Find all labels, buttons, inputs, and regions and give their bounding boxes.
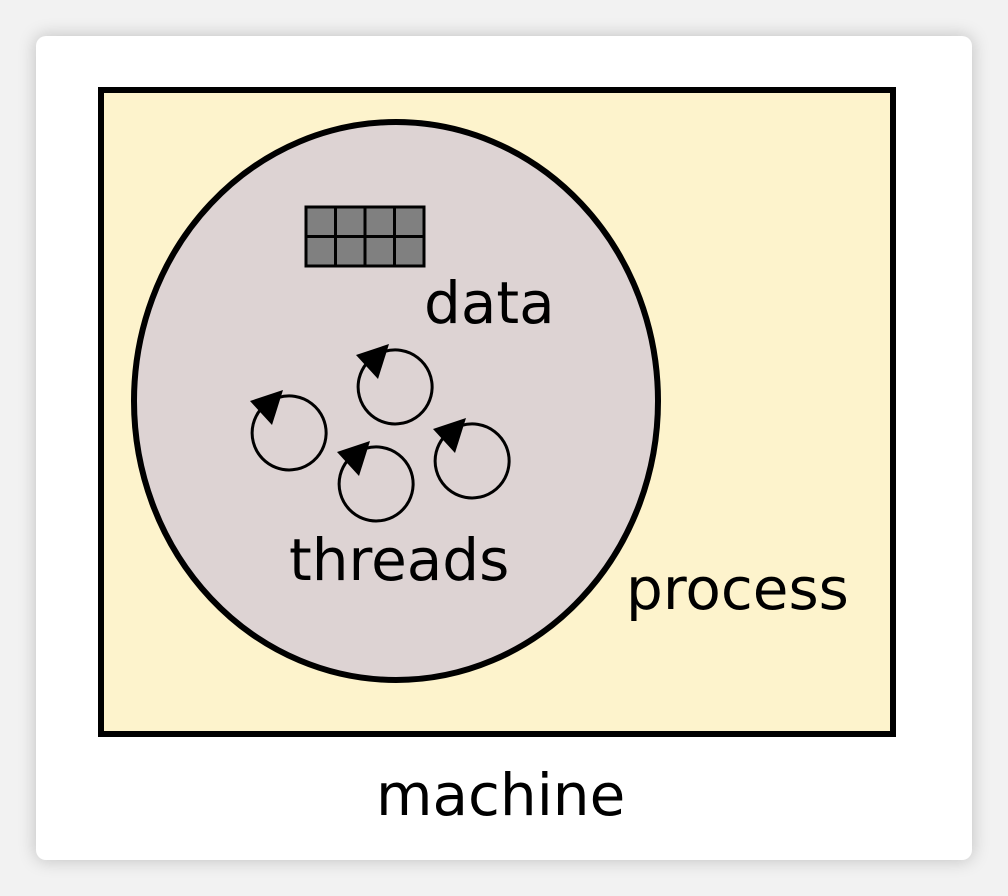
thread-icon-2: [250, 390, 328, 472]
process-circle: [131, 119, 661, 683]
thread-icon-3: [337, 441, 415, 523]
machine-label: machine: [376, 761, 625, 829]
threads-label: threads: [289, 526, 509, 594]
process-label: process: [626, 555, 849, 623]
thread-icon-4: [433, 418, 511, 500]
thread-icon-1: [356, 344, 434, 426]
data-grid-icon: [304, 205, 426, 268]
data-label: data: [424, 269, 555, 337]
